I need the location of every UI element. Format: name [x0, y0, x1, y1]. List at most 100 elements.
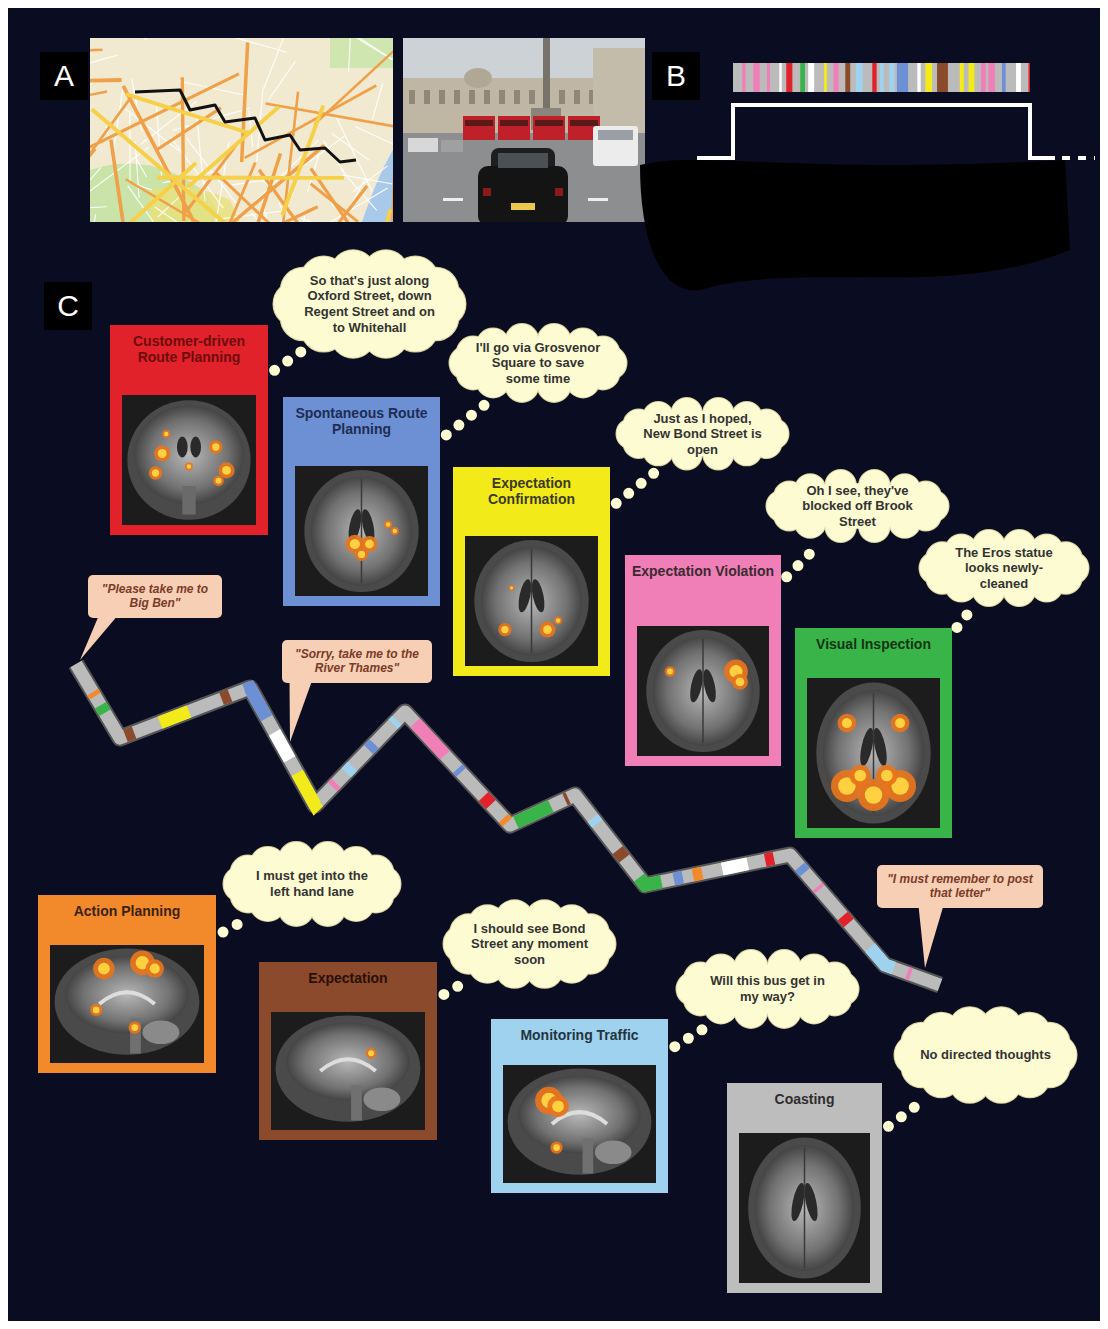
brain-image: [807, 678, 940, 828]
activation-blob: [145, 959, 163, 977]
ventricle: [177, 437, 188, 458]
main-street: [90, 92, 107, 106]
activation-core: [556, 618, 560, 622]
brain: [311, 476, 412, 585]
main-street: [90, 80, 122, 82]
minor-street: [355, 126, 393, 156]
scan-background: [503, 1065, 656, 1183]
cloud-core: [913, 1025, 1058, 1085]
activation-blob: [384, 521, 392, 529]
activation-blob: [154, 445, 170, 461]
cloud-lobe-outline: [973, 530, 1005, 562]
activation-core: [358, 551, 365, 558]
cloud-lobe-outline: [506, 324, 539, 357]
activation-core: [93, 1007, 100, 1014]
cloud-lobe-outline: [825, 470, 855, 500]
scan-background: [122, 395, 256, 525]
head: [646, 630, 760, 752]
cloud-lobe: [643, 402, 673, 432]
street-map: [90, 38, 393, 222]
main-street: [266, 104, 393, 137]
box-title: Visual Inspection: [801, 636, 946, 652]
thought-bubble: Just as I hoped, New Bond Street is open: [615, 396, 790, 471]
cerebellum: [595, 1141, 632, 1165]
window: [454, 90, 460, 104]
cloud-lobe: [672, 398, 702, 428]
scan-background: [50, 945, 204, 1063]
process-box: Action Planning: [38, 895, 216, 1073]
minor-street: [349, 38, 351, 72]
process-box: Customer-driven Route Planning: [110, 325, 268, 535]
cloud-core: [630, 411, 775, 456]
brain: [823, 690, 924, 816]
activation-core: [222, 466, 231, 475]
cloud-lobe: [538, 324, 571, 357]
thought-trail: [616, 471, 656, 503]
bus-window: [500, 120, 528, 126]
event-stripe: [1016, 63, 1021, 92]
activation-blob: [213, 475, 224, 486]
panel-letter: A: [40, 52, 88, 100]
activation-blob: [162, 430, 170, 438]
bus: [498, 116, 530, 140]
callout-tail: [919, 906, 944, 968]
cloud-core: [934, 544, 1074, 592]
brainstem: [583, 1138, 594, 1173]
thought-bubble: I'll go via Grosvenor Square to save som…: [448, 322, 628, 404]
activation-blob: [876, 765, 897, 786]
process-box: Expectation Violation: [625, 555, 781, 766]
head: [508, 1069, 652, 1175]
window: [484, 90, 490, 104]
event-stripe: [988, 63, 995, 92]
thought-trail: [444, 981, 466, 994]
process-box: Visual Inspection: [795, 628, 952, 838]
main-street: [242, 42, 248, 162]
scan-background: [807, 678, 940, 828]
window: [439, 90, 445, 104]
mask-shape: [640, 160, 1070, 290]
bus-window: [570, 120, 598, 126]
corpus-callosum: [99, 992, 154, 1004]
major-road: [90, 163, 196, 222]
cloud-core: [780, 483, 935, 529]
process-box: Monitoring Traffic: [491, 1019, 668, 1193]
event-stripe: [981, 63, 986, 92]
cloud-core: [460, 916, 598, 971]
activation-core: [895, 718, 905, 728]
main-street: [315, 41, 393, 124]
cloud-lobe-outline: [538, 324, 571, 357]
scan-background: [739, 1133, 870, 1283]
activation-blob: [850, 765, 871, 786]
speech-callout: "Sorry, take me to the River Thames": [282, 640, 432, 683]
minor-street: [179, 81, 248, 96]
major-road: [341, 209, 390, 222]
bus-window: [465, 120, 493, 126]
thought-bubble: No directed thoughts: [893, 1005, 1078, 1105]
minor-street: [90, 214, 96, 222]
building: [593, 48, 645, 133]
event-stripe: [872, 63, 876, 92]
activation-core: [158, 449, 167, 458]
event-stripe: [917, 63, 920, 92]
box-title: Action Planning: [44, 903, 210, 919]
major-road: [126, 94, 250, 133]
thought-text: Oh I see, they've blocked off Brook Stre…: [791, 483, 924, 530]
cerebellum: [142, 1021, 179, 1045]
event-stripe: [742, 63, 745, 92]
activation-core: [386, 522, 390, 526]
activation-core: [187, 464, 191, 468]
activation-blob: [550, 1141, 562, 1153]
activation-core: [131, 1024, 138, 1031]
cloud-lobe: [506, 324, 539, 357]
taxi-body: [478, 166, 568, 222]
brain: [755, 1145, 855, 1271]
cloud-lobe: [703, 398, 733, 428]
minor-street: [341, 169, 377, 210]
event-stripe: [767, 63, 770, 92]
main-street: [111, 140, 133, 222]
process-box: Expectation Confirmation: [453, 467, 610, 676]
brain-image: [50, 945, 204, 1063]
street-photo: [403, 38, 645, 222]
event-stripe: [937, 63, 948, 92]
window: [424, 90, 430, 104]
